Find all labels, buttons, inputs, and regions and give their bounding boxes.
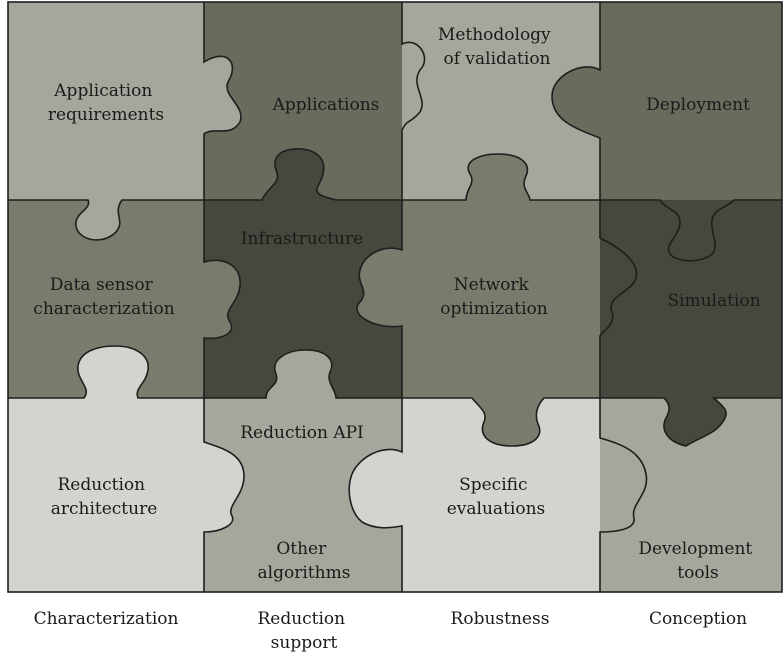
seam <box>348 2 426 592</box>
piece-application-requirements <box>8 2 204 200</box>
label-other-algorithms: Other algorithms <box>258 539 351 583</box>
label-reduction-api: Reduction API <box>240 423 364 443</box>
column-robustness: Robustness <box>451 609 550 629</box>
column-characterization: Characterization <box>34 609 179 629</box>
knob <box>204 56 241 134</box>
knob <box>266 350 336 398</box>
label-applications: Applications <box>272 95 380 115</box>
knob <box>600 238 637 336</box>
label-application-requirements: Application requirements <box>48 81 164 125</box>
piece-labels: Application requirements Applications Me… <box>33 25 760 583</box>
knob <box>262 148 336 200</box>
knob <box>77 346 149 398</box>
knob <box>600 438 647 532</box>
piece-network-optimization <box>402 200 600 398</box>
label-simulation: Simulation <box>667 291 760 311</box>
piece-other-algorithms <box>204 532 402 592</box>
knob <box>204 260 241 339</box>
column-reduction-support: Reduction support <box>257 609 350 653</box>
knob <box>402 42 425 130</box>
puzzle-frame <box>7 1 783 593</box>
piece-deployment <box>600 2 782 200</box>
puzzle-knobs <box>75 42 734 592</box>
knob <box>204 442 244 532</box>
column-captions: Characterization Reduction support Robus… <box>34 609 748 653</box>
knob <box>75 200 122 240</box>
knob <box>664 398 727 446</box>
label-methodology-of-validation: Methodology of validation <box>438 25 556 69</box>
label-deployment: Deployment <box>646 95 750 115</box>
knob <box>349 449 402 528</box>
seam <box>551 2 648 592</box>
puzzle-outlines <box>7 1 783 593</box>
piece-reduction-architecture <box>8 398 204 592</box>
seam <box>8 345 782 447</box>
knob <box>466 154 530 200</box>
label-data-sensor-characterization: Data sensor characterization <box>33 275 174 319</box>
label-development-tools: Development tools <box>638 539 757 583</box>
knob <box>472 398 544 446</box>
knob <box>356 248 402 327</box>
column-conception: Conception <box>649 609 747 629</box>
label-network-optimization: Network optimization <box>440 275 548 319</box>
seam <box>8 148 782 262</box>
label-infrastructure: Infrastructure <box>241 229 363 249</box>
label-reduction-architecture: Reduction architecture <box>51 475 158 519</box>
label-specific-evaluations: Specific evaluations <box>447 475 546 519</box>
seam <box>203 2 245 592</box>
